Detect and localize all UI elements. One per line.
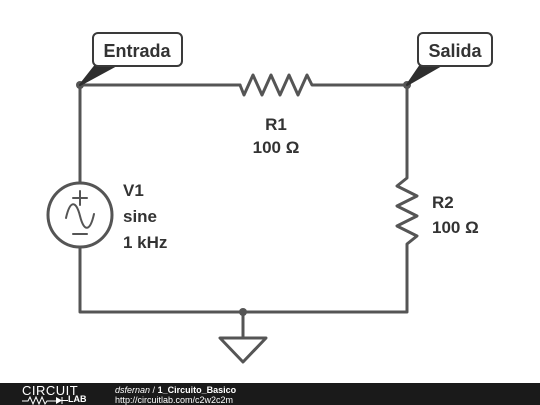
salida-label-box (417, 32, 493, 67)
voltage-source-symbol (46, 181, 114, 249)
circuit-title[interactable]: 1_Circuito_Basico (157, 385, 237, 395)
logo-text-top: CIRCUIT (22, 383, 79, 398)
entrada-label-box (92, 32, 183, 67)
r2-name: R2 (432, 193, 454, 212)
schematic-diagram: Entrada Salida R1 100 Ω R2 100 Ω V1 sine… (46, 32, 493, 364)
circuit-url[interactable]: http://circuitlab.com/c2w2c2m (115, 395, 234, 405)
salida-flag-pointer (406, 65, 441, 86)
logo-wave-icon (22, 396, 68, 405)
v1-frequency: 1 kHz (123, 233, 167, 252)
resistor-r2-symbol (395, 170, 419, 252)
footer-bar: CIRCUIT LAB dsfernan / 1_Circuito_Basico… (0, 383, 540, 405)
circuit-meta: dsfernan / 1_Circuito_Basico http://circ… (115, 385, 236, 405)
circuitlab-logo[interactable]: CIRCUIT LAB (22, 384, 112, 405)
resistor-r1-symbol (238, 73, 318, 97)
wire-top-right (314, 83, 409, 174)
author-name[interactable]: dsfernan (115, 385, 151, 395)
r1-name: R1 (265, 115, 287, 134)
entrada-flag-pointer (79, 65, 116, 86)
logo-text-bottom: LAB (68, 394, 87, 404)
entrada-label: Entrada (103, 41, 171, 61)
r2-value: 100 Ω (432, 218, 479, 237)
salida-label: Salida (428, 41, 482, 61)
v1-name: V1 (123, 181, 144, 200)
path-separator: / (152, 385, 156, 395)
v1-type: sine (123, 207, 157, 226)
junction-node (239, 308, 247, 316)
ground-symbol (218, 336, 268, 364)
r1-value: 100 Ω (253, 138, 300, 157)
wire-left-lower (78, 246, 409, 314)
sine-wave-icon (65, 203, 95, 229)
